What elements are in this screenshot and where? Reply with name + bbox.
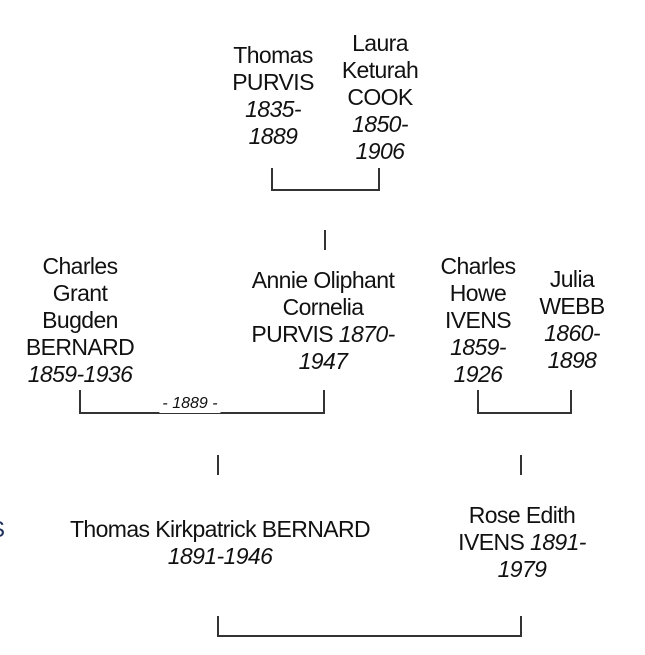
person-julia-webb[interactable]: Julia WEBB 1860- 1898: [539, 266, 605, 374]
connector: [520, 616, 522, 637]
surname: COOK: [347, 84, 413, 110]
name: Grant: [52, 280, 108, 306]
name: Cornelia: [282, 294, 364, 320]
connector: [378, 168, 380, 191]
surname: BERNARD: [25, 334, 135, 360]
name: Rose Edith: [468, 502, 576, 528]
name: Thomas: [233, 42, 313, 68]
connector: [217, 635, 522, 637]
surname: IVENS: [444, 307, 512, 333]
name: Keturah: [341, 57, 419, 83]
surname: PURVIS: [251, 321, 333, 347]
surname: IVENS: [458, 529, 525, 555]
name: Thomas Kirkpatrick BERNARD: [69, 516, 371, 542]
connector: [271, 168, 273, 191]
person-laura-cook[interactable]: Laura Keturah COOK 1850- 1906: [341, 30, 419, 165]
person-annie-purvis[interactable]: Annie Oliphant Cornelia PURVIS 1870- 194…: [251, 267, 395, 375]
dates: 1891-: [530, 529, 586, 555]
dates: 1926: [453, 361, 503, 387]
surname: WEBB: [539, 293, 605, 319]
person-thomas-purvis[interactable]: Thomas PURVIS 1835- 1889: [232, 42, 314, 150]
person-rose-ivens[interactable]: Rose Edith IVENS 1891- 1979: [458, 502, 586, 583]
person-thomas-bernard[interactable]: Thomas Kirkpatrick BERNARD 1891-1946: [69, 516, 371, 570]
name: Charles: [440, 253, 516, 279]
connector: [217, 616, 219, 637]
person-charles-bernard[interactable]: Charles Grant Bugden BERNARD 1859-1936: [25, 253, 135, 388]
person-charles-ivens[interactable]: Charles Howe IVENS 1859- 1926: [440, 253, 516, 388]
dates: 1906: [355, 138, 405, 164]
connector: [520, 455, 522, 475]
dates: 1891-1946: [167, 543, 273, 569]
name: Bugden: [42, 307, 118, 333]
connector: [79, 412, 325, 414]
connector: [79, 390, 81, 414]
name: Julia: [549, 266, 595, 292]
connector: [570, 390, 572, 414]
dates: 1870-: [338, 321, 395, 347]
dates: 1859-1936: [27, 361, 133, 387]
connector: [323, 390, 325, 414]
connector: [324, 230, 326, 250]
dates: 1859-: [450, 334, 506, 360]
dates: 1850-: [352, 111, 408, 137]
dates: 1947: [298, 348, 348, 374]
dates: 1979: [497, 556, 547, 582]
name: Laura: [352, 30, 408, 56]
dates: 1860-: [544, 320, 600, 346]
connector: [217, 455, 219, 475]
surname: PURVIS: [232, 69, 314, 95]
edge-fragment: S: [0, 516, 5, 543]
name: Charles: [42, 253, 118, 279]
connector: [477, 390, 479, 414]
dates: 1889: [248, 123, 298, 149]
dates: 1835-: [245, 96, 301, 122]
dates: 1898: [547, 347, 597, 373]
name: Annie Oliphant: [251, 267, 395, 293]
connector: [271, 189, 380, 191]
connector: [477, 412, 572, 414]
marriage-date: - 1889 -: [159, 395, 221, 413]
name: Howe: [449, 280, 507, 306]
